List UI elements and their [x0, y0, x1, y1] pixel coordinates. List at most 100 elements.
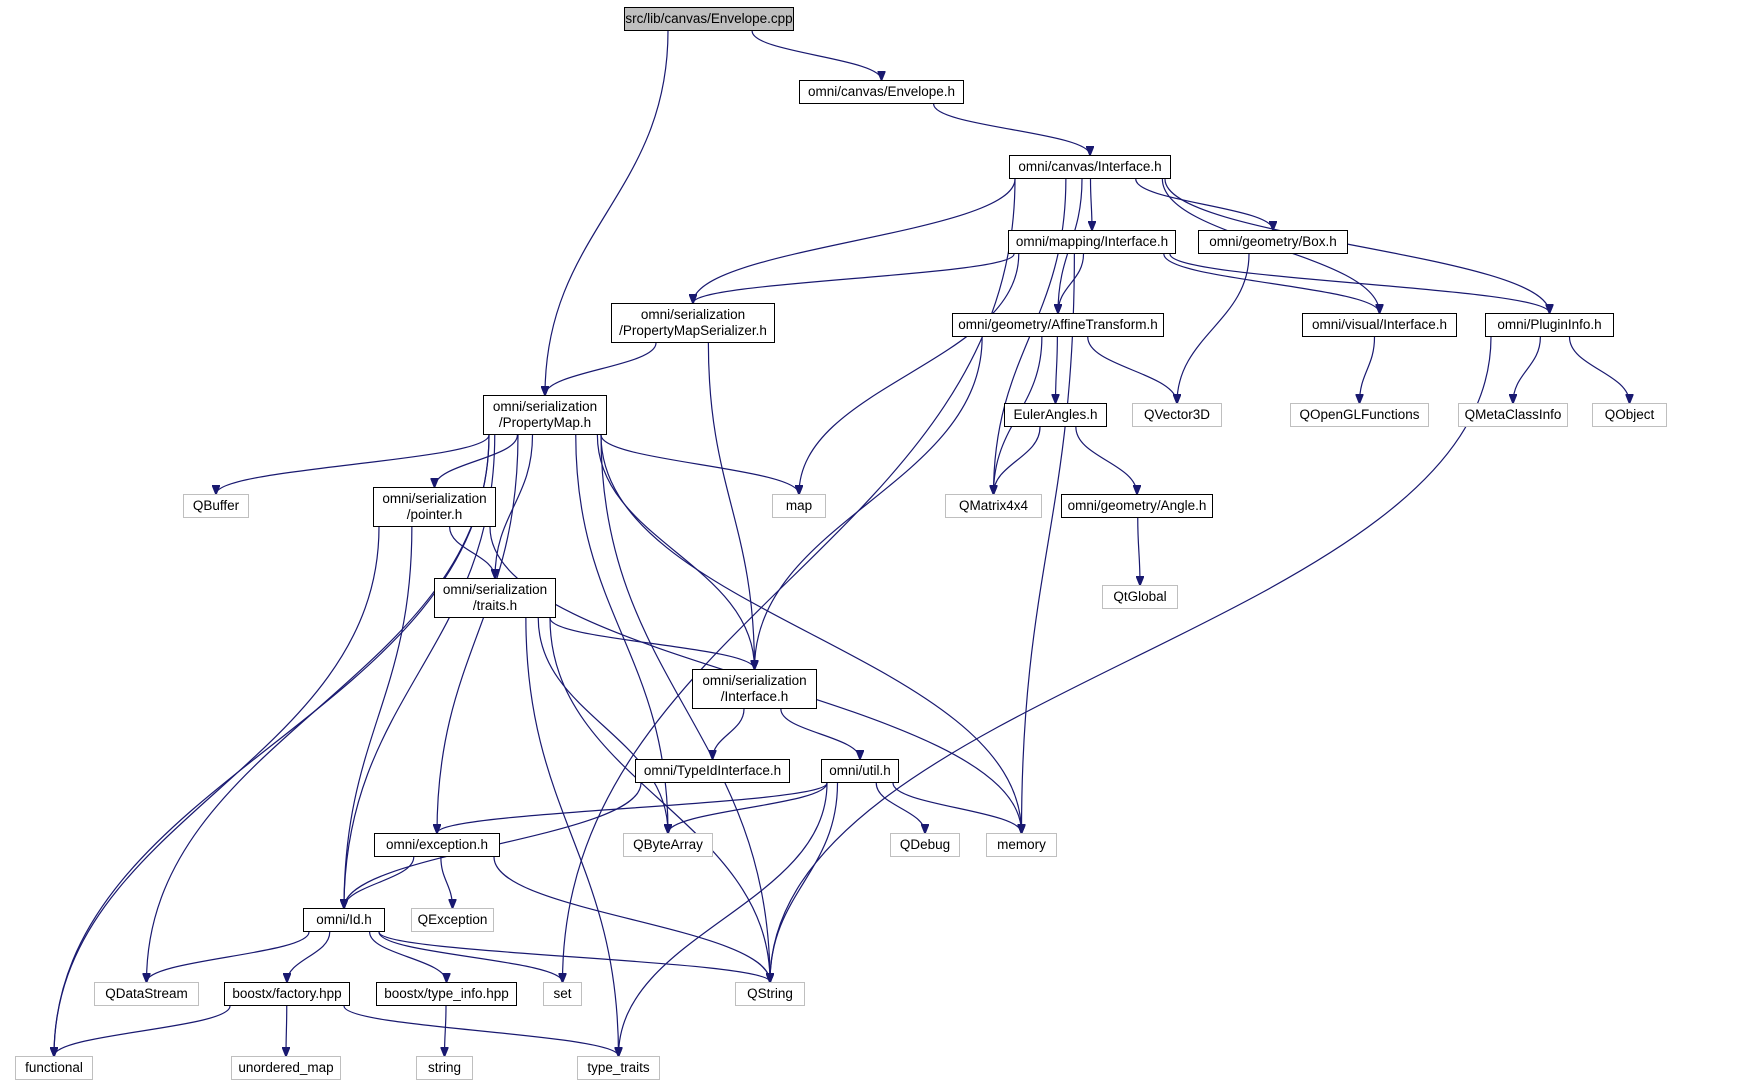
- node-idh[interactable]: omni/Id.h: [303, 908, 385, 932]
- node-qopengl: QOpenGLFunctions: [1290, 403, 1429, 427]
- node-label: QByteArray: [633, 837, 703, 852]
- node-label: QOpenGLFunctions: [1299, 407, 1420, 422]
- edge-propertyMap-to-serIface: [596, 434, 754, 669]
- edge-mappingIface-to-map: [799, 253, 1020, 494]
- edge-util-to-qstring: [770, 782, 839, 982]
- node-string: string: [416, 1056, 473, 1080]
- node-propertyMap[interactable]: omni/serialization /PropertyMap.h: [483, 395, 607, 435]
- node-label: omni/serialization /pointer.h: [382, 491, 487, 522]
- edge-propertyMap-to-qstring: [600, 434, 770, 982]
- node-qdebug: QDebug: [890, 833, 960, 857]
- edge-exception-to-idh: [344, 856, 415, 908]
- node-label: omni/mapping/Interface.h: [1015, 234, 1169, 249]
- node-qstring: QString: [735, 982, 805, 1006]
- node-qexception: QException: [411, 908, 494, 932]
- node-label: omni/serialization /PropertyMapSerialize…: [619, 307, 767, 338]
- edge-util-to-memory: [892, 782, 1022, 833]
- node-label: QDebug: [899, 837, 951, 852]
- node-serIface[interactable]: omni/serialization /Interface.h: [692, 669, 817, 709]
- edge-envcpp-to-envh: [751, 30, 881, 80]
- node-util[interactable]: omni/util.h: [821, 759, 899, 783]
- node-label: string: [427, 1060, 461, 1075]
- node-label: omni/Id.h: [316, 912, 372, 927]
- node-label: QDataStream: [105, 986, 188, 1001]
- node-label: QBuffer: [192, 498, 240, 513]
- edge-visualIface-to-qopengl: [1360, 336, 1376, 403]
- node-label: map: [785, 498, 813, 513]
- edge-pms-to-propertyMap: [545, 342, 657, 395]
- node-pointer[interactable]: omni/serialization /pointer.h: [373, 487, 496, 527]
- node-angle[interactable]: omni/geometry/Angle.h: [1061, 494, 1213, 518]
- edge-propertyMap-to-traits: [495, 434, 534, 578]
- node-label: omni/serialization /PropertyMap.h: [492, 399, 598, 430]
- node-visualIface[interactable]: omni/visual/Interface.h: [1302, 313, 1457, 337]
- edge-affine-to-serIface: [755, 336, 983, 669]
- edge-propertyMap-to-qbuffer: [216, 434, 490, 494]
- edge-idh-to-set: [378, 931, 563, 982]
- edge-propertyMap-to-functional: [54, 434, 490, 1056]
- node-pms[interactable]: omni/serialization /PropertyMapSerialize…: [611, 303, 775, 343]
- node-label: omni/serialization /traits.h: [442, 582, 548, 613]
- node-affine[interactable]: omni/geometry/AffineTransform.h: [952, 313, 1164, 337]
- edge-idh-to-factory: [287, 931, 331, 982]
- edge-canvasIface-to-pms: [693, 178, 1016, 303]
- edge-util-to-qdebug: [875, 782, 925, 833]
- node-label: QtGlobal: [1113, 589, 1167, 604]
- edge-affine-to-qvector3d: [1087, 336, 1177, 403]
- edge-canvasIface-to-set: [563, 178, 1016, 982]
- node-canvasIface[interactable]: omni/canvas/Interface.h: [1009, 155, 1171, 179]
- node-label: QMatrix4x4: [958, 498, 1029, 513]
- edge-pluginInfo-to-qmetaclass: [1513, 336, 1541, 403]
- edge-canvasIface-to-pluginInfo: [1164, 178, 1550, 313]
- node-envcpp[interactable]: src/lib/canvas/Envelope.cpp: [624, 7, 794, 31]
- node-label: QVector3D: [1143, 407, 1211, 422]
- node-euler[interactable]: EulerAngles.h: [1004, 403, 1107, 427]
- edge-pointer-to-idh: [344, 526, 413, 908]
- edge-euler-to-angle: [1075, 426, 1137, 494]
- node-typetraits: type_traits: [577, 1056, 660, 1080]
- edge-util-to-exception: [437, 782, 828, 833]
- node-mappingIface[interactable]: omni/mapping/Interface.h: [1008, 230, 1176, 254]
- edge-angle-to-qtglobal: [1138, 517, 1140, 585]
- node-typeinfo[interactable]: boostx/type_info.hpp: [376, 982, 517, 1006]
- node-label: type_traits: [587, 1060, 650, 1075]
- node-qbuffer: QBuffer: [183, 494, 249, 518]
- node-label: omni/TypeIdInterface.h: [643, 763, 782, 778]
- node-label: omni/serialization /Interface.h: [702, 673, 807, 704]
- edge-mappingIface-to-pluginInfo: [1169, 253, 1550, 313]
- node-pluginInfo[interactable]: omni/PluginInfo.h: [1485, 313, 1614, 337]
- edge-envcpp-to-propertyMap: [545, 30, 669, 395]
- node-box[interactable]: omni/geometry/Box.h: [1198, 230, 1348, 254]
- node-label: omni/geometry/Box.h: [1209, 234, 1337, 249]
- edge-canvasIface-to-mappingIface: [1091, 178, 1093, 230]
- node-label: QMetaClassInfo: [1464, 407, 1562, 422]
- edge-traits-to-qstring: [549, 617, 770, 982]
- node-label: set: [553, 986, 572, 1001]
- edge-exception-to-qexception: [440, 856, 453, 908]
- node-factory[interactable]: boostx/factory.hpp: [224, 982, 350, 1006]
- node-label: omni/util.h: [829, 763, 891, 778]
- node-qtglobal: QtGlobal: [1102, 585, 1178, 609]
- node-envh[interactable]: omni/canvas/Envelope.h: [799, 80, 964, 104]
- node-unordered: unordered_map: [231, 1056, 341, 1080]
- node-label: omni/exception.h: [385, 837, 489, 852]
- node-label: memory: [997, 837, 1046, 852]
- node-map: map: [772, 494, 826, 518]
- node-label: EulerAngles.h: [1013, 407, 1098, 422]
- edge-traits-to-qbytearray: [537, 617, 668, 833]
- node-qobject: QObject: [1592, 403, 1667, 427]
- edge-traits-to-serIface: [549, 617, 755, 669]
- node-typeId[interactable]: omni/TypeIdInterface.h: [635, 759, 790, 783]
- edge-envh-to-canvasIface: [933, 103, 1090, 155]
- node-label: functional: [25, 1060, 83, 1075]
- node-label: omni/PluginInfo.h: [1497, 317, 1602, 332]
- edge-propertyMap-to-pointer: [435, 434, 518, 487]
- node-exception[interactable]: omni/exception.h: [374, 833, 500, 857]
- edge-propertyMap-to-memory: [600, 434, 1022, 833]
- node-label: omni/canvas/Interface.h: [1018, 159, 1162, 174]
- node-label: boostx/factory.hpp: [232, 986, 342, 1001]
- edge-serIface-to-util: [780, 708, 860, 759]
- node-traits[interactable]: omni/serialization /traits.h: [434, 578, 556, 618]
- edge-util-to-typetraits: [619, 782, 828, 1056]
